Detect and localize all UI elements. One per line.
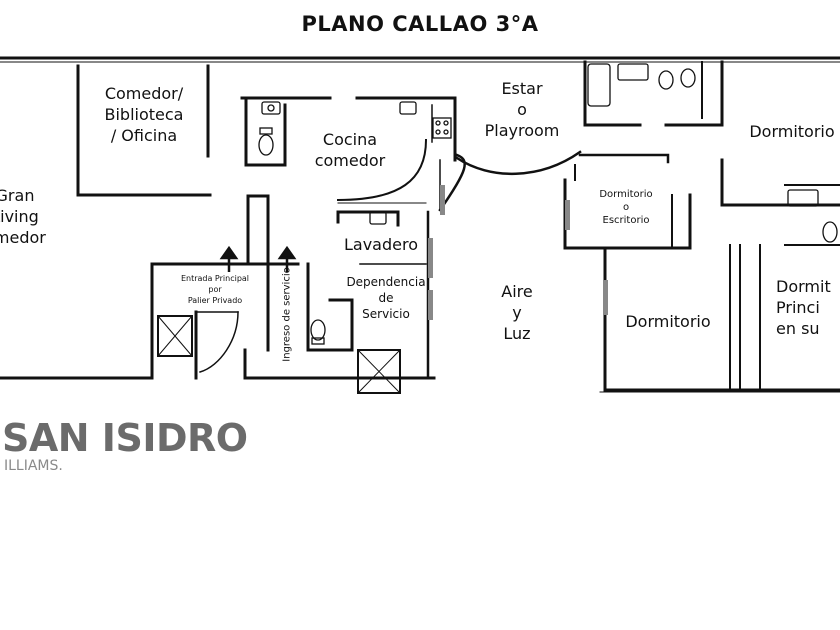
window-mark-5 (603, 280, 608, 315)
room-ingreso: Ingreso de servicio (281, 267, 293, 362)
stove-icon (432, 117, 452, 139)
wall-bath-top (583, 60, 724, 127)
bathtub-icon (587, 63, 611, 107)
toilet-icon (310, 319, 326, 341)
window-mark-4 (565, 200, 570, 230)
room-dormitorio-top: Dormitorio (749, 122, 835, 141)
brand-logo: SAN ISIDRO ILLIAMS. (2, 418, 248, 474)
curve-estar-bottom (455, 150, 582, 175)
sink-icon (787, 189, 819, 207)
logo-sub-text: ILLIAMS. (4, 458, 63, 474)
room-lavadero: Lavadero (343, 235, 418, 254)
room-dormitorio-escritorio: Dormitorio o Escritorio (599, 189, 653, 226)
room-dormitorio-principal: Dormit Princi en su (776, 277, 831, 338)
room-comedor: Comedor/ Biblioteca / Oficina (104, 84, 184, 145)
room-cocina: Cocina comedor (314, 130, 386, 170)
sink-icon (617, 63, 649, 81)
room-estar: Estar o Playroom (484, 79, 560, 140)
room-dependencia: Dependencia de Servicio (346, 275, 426, 321)
toilet-icon (658, 70, 674, 90)
logo-main-text: SAN ISIDRO (2, 416, 248, 460)
sink-icon (399, 101, 417, 115)
window-mark-2 (428, 238, 433, 278)
wall-dependencia (306, 262, 354, 352)
window-mark-3 (428, 290, 433, 320)
sink-icon (369, 211, 387, 225)
curve-estar-left (438, 153, 466, 212)
toilet-icon (822, 221, 838, 243)
room-dormitorio-mid: Dormitorio (625, 312, 711, 331)
wall-bath-cocina (240, 96, 332, 167)
sink-icon (261, 101, 281, 115)
page-title: PLANO CALLAO 3°A (301, 12, 539, 36)
wall-hall-left (246, 194, 270, 352)
room-aire-luz: Aire y Luz (501, 282, 533, 343)
counter-curve (336, 138, 428, 202)
room-entrada: Entrada Principal por Palier Privado (180, 274, 250, 305)
window-mark-1 (440, 185, 445, 215)
wall-cocina-top (355, 96, 457, 162)
room-gran-living: Gran Living omedor (0, 186, 46, 247)
wall-dorm-top (720, 158, 840, 207)
wall-ensuite (784, 184, 840, 246)
toilet-icon (680, 68, 696, 88)
wall-lavadero (336, 210, 400, 227)
toilet-icon (258, 134, 274, 156)
